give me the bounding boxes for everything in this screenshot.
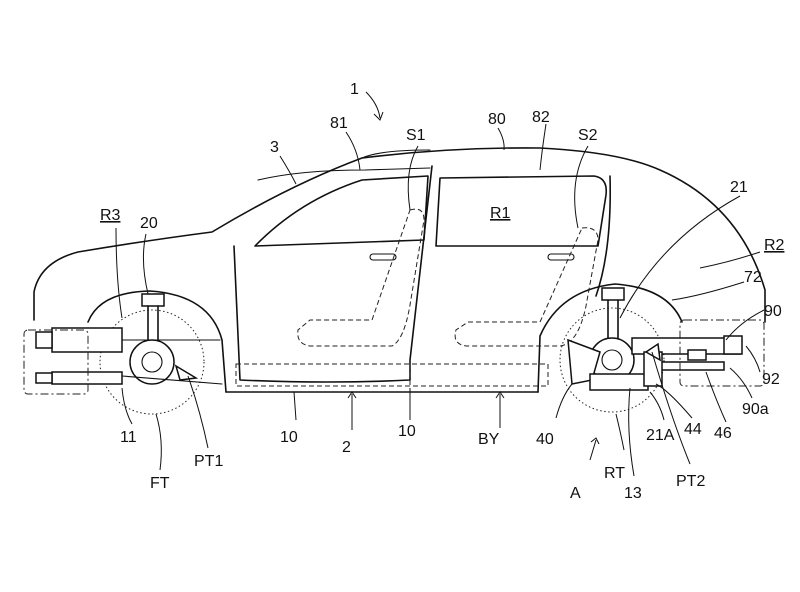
label-46: 46 [714,425,732,442]
label-R3: R3 [100,207,121,224]
front-door-handle [369,253,397,261]
leader-40 [555,383,573,419]
label-10a: 10 [280,429,298,446]
roof-inner-line [257,167,431,181]
leader-R2 [699,251,761,269]
leader-81 [345,131,361,171]
rear-module-box [679,319,765,387]
label-FT: FT [150,475,170,492]
rear-door-handle [547,253,575,261]
roof-top-line [361,149,431,159]
label-R2: R2 [764,237,785,254]
label-82: 82 [532,109,550,126]
front-frame-lower [51,371,123,385]
label-S1: S1 [406,127,426,144]
label-40: 40 [536,431,554,448]
floor-panel-10 [235,363,549,387]
front-bumper-block-lower [35,372,53,384]
leader-20 [142,233,149,295]
label-RT: RT [604,465,625,482]
leader-92 [745,345,761,373]
leader-44 [655,383,693,419]
rear-hub [601,349,623,371]
label-21A: 21A [646,427,675,444]
label-72: 72 [744,269,762,286]
leader-1 [365,91,381,119]
leader-1-arrow [373,111,384,121]
leader-PT2 [651,351,691,465]
label-10c: 10 [398,423,416,440]
leader-2-arrow [347,391,357,399]
label-90a: 90a [742,401,769,418]
label-81: 81 [330,115,348,132]
front-module-box [23,329,89,395]
front-pivot-PT1 [174,364,199,381]
label-11: 11 [120,429,137,446]
leader-S2 [574,145,589,229]
leader-13 [628,387,635,477]
front-window [254,175,429,247]
label-90: 90 [764,303,782,320]
label-13: 13 [624,485,642,502]
label-3: 3 [270,139,279,156]
leader-72 [671,281,745,301]
rear-base-block [589,373,649,391]
label-R1: R1 [490,205,511,222]
leader-90 [725,309,765,341]
front-arm-lower [121,375,223,385]
leader-82 [539,123,547,171]
leader-80 [497,127,505,151]
rear-wheel-outline [559,307,665,413]
leader-90a [729,367,753,399]
label-PT1: PT1 [194,453,223,470]
rear-bumper-block-a [723,335,743,355]
leader-RT [615,413,625,451]
label-S2: S2 [578,127,598,144]
rear-wheel-arch [537,283,683,393]
label-20: 20 [140,215,158,232]
front-frame-upper [51,327,123,353]
label-92: 92 [762,371,780,388]
rear-window [435,175,608,247]
label-1: 1 [350,81,359,98]
front-hub [141,351,163,373]
leader-10a [293,391,297,421]
label-BY: BY [478,431,500,448]
rear-door-edge [595,175,612,297]
front-wheel-outline [99,309,205,415]
leader-11 [121,387,133,425]
leader-BY-arrow [495,391,505,399]
rear-bumper-block-b [687,349,707,361]
label-A: A [570,485,581,502]
leader-R3 [115,227,123,319]
label-21: 21 [730,179,748,196]
leader-S1 [407,145,419,211]
leader-21A [649,391,665,421]
label-44: 44 [684,421,702,438]
front-bumper-block-upper [35,331,53,349]
label-PT2: PT2 [676,473,705,490]
leader-A [589,439,597,461]
rear-strut-top [601,287,625,301]
front-strut-top [141,293,165,307]
label-2: 2 [342,439,351,456]
leader-FT [155,413,162,471]
rear-frame-lower [659,361,725,371]
label-80: 80 [488,111,506,128]
leader-PT1 [187,375,209,449]
leader-21 [619,195,741,319]
leader-A-arrow [590,437,600,445]
leader-46 [705,371,727,423]
body-outline [33,147,766,323]
front-wheel-arch [87,290,227,393]
front-door [233,165,433,383]
front-seat-S1 [297,208,425,347]
leader-3 [279,155,297,185]
